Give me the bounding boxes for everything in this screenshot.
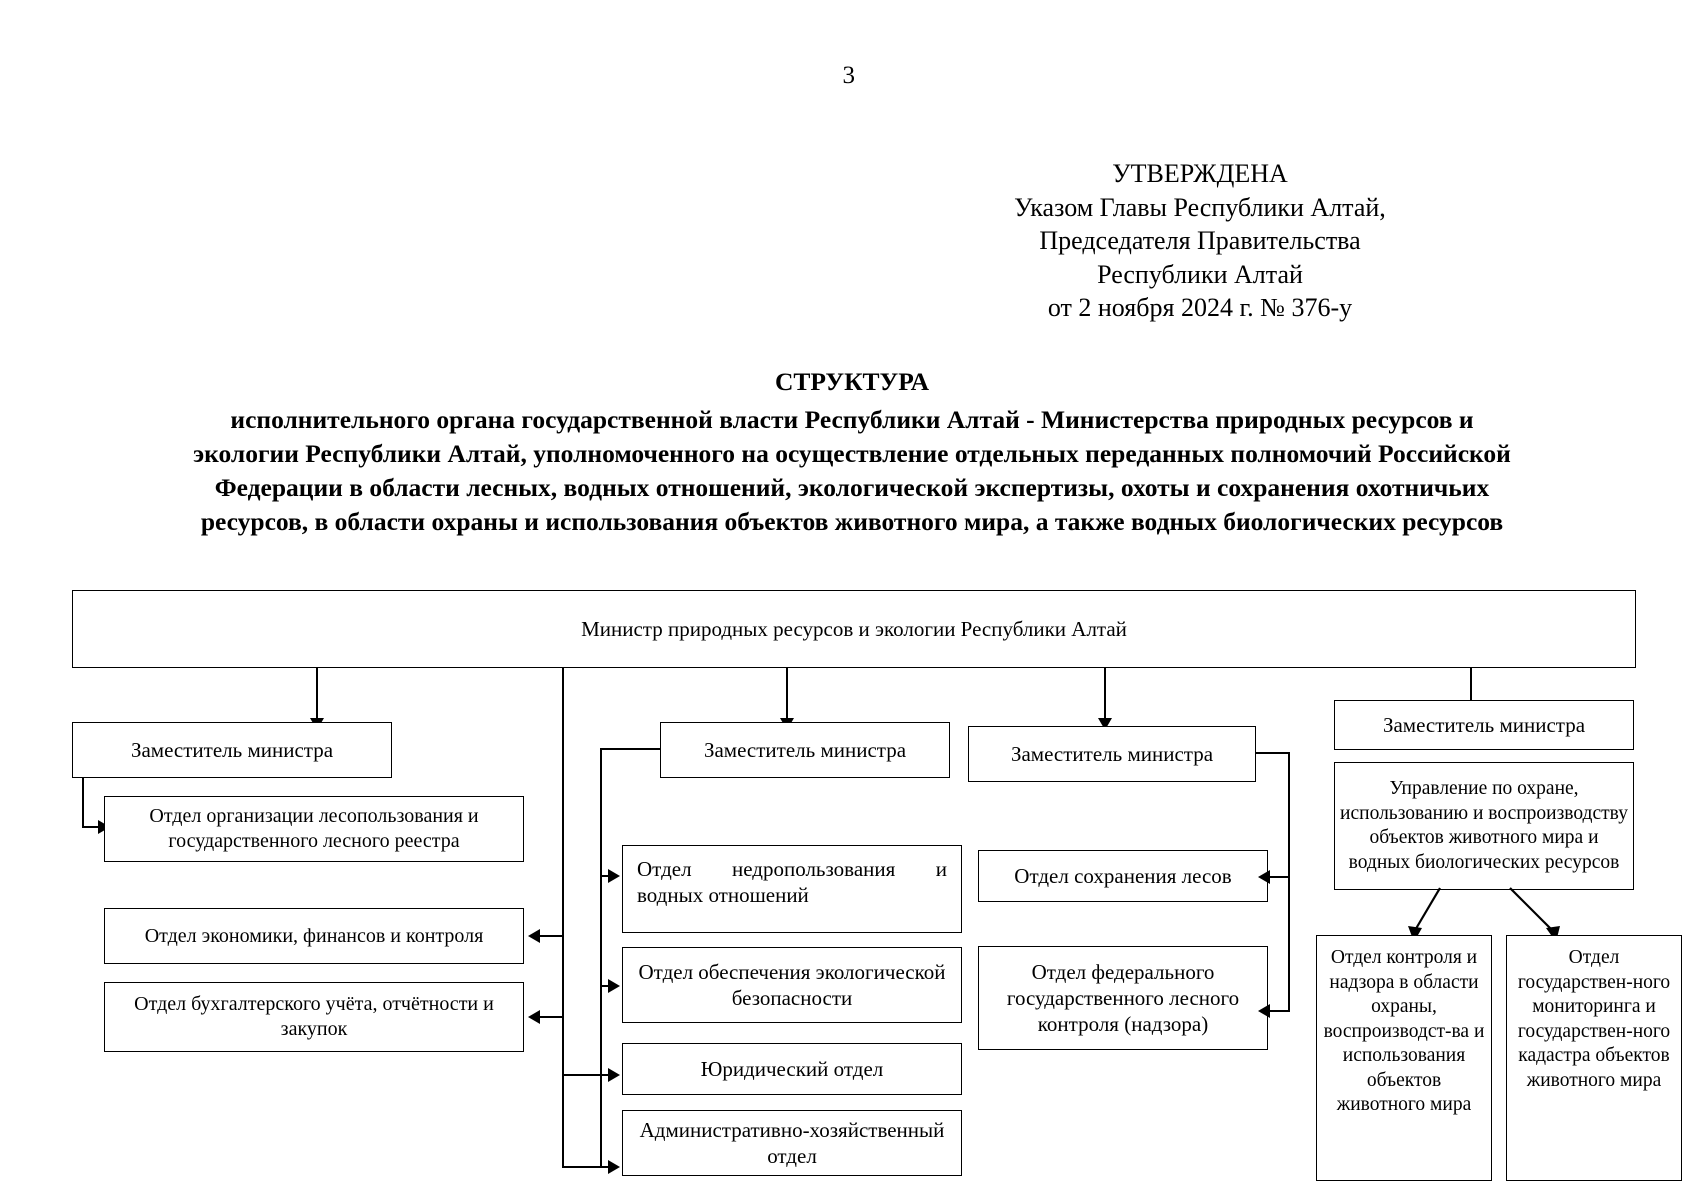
node-deputy-1: Заместитель министра — [72, 722, 392, 778]
connector-d3-control — [1268, 1010, 1290, 1012]
approval-line-3: Председателя Правительства — [1039, 226, 1361, 255]
node-deputy-4: Заместитель министра — [1334, 700, 1634, 750]
approval-line-4: Республики Алтай — [1097, 259, 1303, 289]
node-minister: Министр природных ресурсов и экологии Ре… — [72, 590, 1636, 668]
node-dept-wildlife-directorate-label: Управление по охране, использованию и во… — [1340, 778, 1628, 873]
approval-line-2: Указом Главы Республики Алтай, — [1014, 192, 1386, 222]
connector-d2-stem-v — [600, 748, 602, 1168]
node-dept-subsoil-label: Отдел недропользования и водных отношени… — [637, 857, 947, 907]
node-dept-subsoil: Отдел недропользования и водных отношени… — [622, 845, 962, 933]
title-line-3: Федерации в области лесных, водных отнош… — [214, 473, 1490, 502]
connector-d2-ecosafety — [600, 985, 610, 987]
connector-minister-d1 — [316, 668, 318, 720]
title-line-2: экологии Республики Алтай, уполномоченно… — [193, 439, 1511, 468]
connector-minister-d2 — [786, 668, 788, 720]
title-line-1: исполнительного органа государственной в… — [230, 405, 1474, 434]
node-dept-wildlife-supervision: Отдел контроля и надзора в области охран… — [1316, 935, 1492, 1181]
page-number: 3 — [842, 62, 856, 89]
connector-d3-stem-top — [1256, 752, 1290, 754]
approval-line-1: УТВЕРЖДЕНА — [1112, 159, 1288, 188]
node-deputy-2-label: Заместитель министра — [703, 738, 907, 762]
connector-d3-stem-v — [1288, 752, 1290, 1012]
node-dept-forest-use: Отдел организации лесопользования и госу… — [104, 796, 524, 862]
node-dept-legal-label: Юридический отдел — [700, 1057, 884, 1081]
node-deputy-1-label: Заместитель министра — [130, 738, 334, 762]
node-dept-economics-label: Отдел экономики, финансов и контроля — [144, 924, 484, 947]
node-dept-economics: Отдел экономики, финансов и контроля — [104, 908, 524, 964]
approval-block: УТВЕРЖДЕНА Указом Главы Республики Алтай… — [920, 157, 1480, 325]
title-line-4: ресурсов, в области охраны и использован… — [200, 507, 1504, 536]
connector-d2-stem-h — [600, 748, 660, 750]
connector-bus-economics — [540, 935, 562, 937]
arrowhead-d2-ecosafety — [608, 979, 620, 993]
node-dept-forest-control-label: Отдел федерального государственного лесн… — [1006, 960, 1240, 1036]
document-title: СТРУКТУРА исполнительного органа государ… — [96, 365, 1608, 539]
node-deputy-2: Заместитель министра — [660, 722, 950, 778]
node-dept-admin: Административно-хозяйственный отдел — [622, 1110, 962, 1176]
arrowhead-bus-economics — [528, 929, 540, 943]
node-dept-eco-safety-label: Отдел обеспечения экологической безопасн… — [638, 960, 946, 1010]
node-dept-forest-use-label: Отдел организации лесопользования и госу… — [149, 805, 479, 852]
connector-d2-admin — [562, 1166, 610, 1168]
connector-vertical-bus — [562, 668, 564, 1168]
arrowhead-d3-conservation — [1258, 870, 1270, 884]
node-dept-wildlife-monitoring: Отдел государствен-ного мониторинга и го… — [1506, 935, 1682, 1181]
node-deputy-3-label: Заместитель министра — [1010, 742, 1214, 766]
node-dept-forest-conservation: Отдел сохранения лесов — [978, 850, 1268, 902]
node-dept-accounting-label: Отдел бухгалтерского учёта, отчётности и… — [134, 993, 494, 1040]
connector-minister-d4 — [1470, 668, 1472, 710]
node-dept-eco-safety: Отдел обеспечения экологической безопасн… — [622, 947, 962, 1023]
node-dept-forest-control: Отдел федерального государственного лесн… — [978, 946, 1268, 1050]
node-dept-forest-conservation-label: Отдел сохранения лесов — [1014, 864, 1232, 888]
node-dept-wildlife-directorate: Управление по охране, использованию и во… — [1334, 762, 1634, 890]
node-deputy-4-label: Заместитель министра — [1382, 713, 1586, 737]
arrowhead-d2-admin — [608, 1160, 620, 1174]
arrowhead-d3-control — [1258, 1004, 1270, 1018]
arrowhead-bus-accounting — [528, 1010, 540, 1024]
node-dept-admin-label: Административно-хозяйственный отдел — [639, 1118, 945, 1168]
node-minister-label: Министр природных ресурсов и экологии Ре… — [581, 617, 1127, 641]
approval-line-5: от 2 ноября 2024 г. № 376-у — [1047, 293, 1353, 322]
arrowhead-d2-subsoil — [608, 869, 620, 883]
connector-d2-legal — [562, 1074, 610, 1076]
node-deputy-3: Заместитель министра — [968, 726, 1256, 782]
title-heading: СТРУКТУРА — [774, 367, 930, 396]
node-dept-wildlife-supervision-label: Отдел контроля и надзора в области охран… — [1323, 947, 1485, 1115]
node-dept-wildlife-monitoring-label: Отдел государствен-ного мониторинга и го… — [1517, 947, 1671, 1091]
connector-bus-accounting — [540, 1016, 562, 1018]
connector-d2-subsoil — [600, 875, 610, 877]
connector-d1-forestuse-h — [82, 826, 100, 828]
node-dept-legal: Юридический отдел — [622, 1043, 962, 1095]
arrowhead-d2-legal — [608, 1068, 620, 1082]
connector-d1-forestuse-v — [82, 778, 84, 828]
connector-minister-d3 — [1104, 668, 1106, 720]
connector-d3-conservation — [1268, 876, 1290, 878]
node-dept-accounting: Отдел бухгалтерского учёта, отчётности и… — [104, 982, 524, 1052]
